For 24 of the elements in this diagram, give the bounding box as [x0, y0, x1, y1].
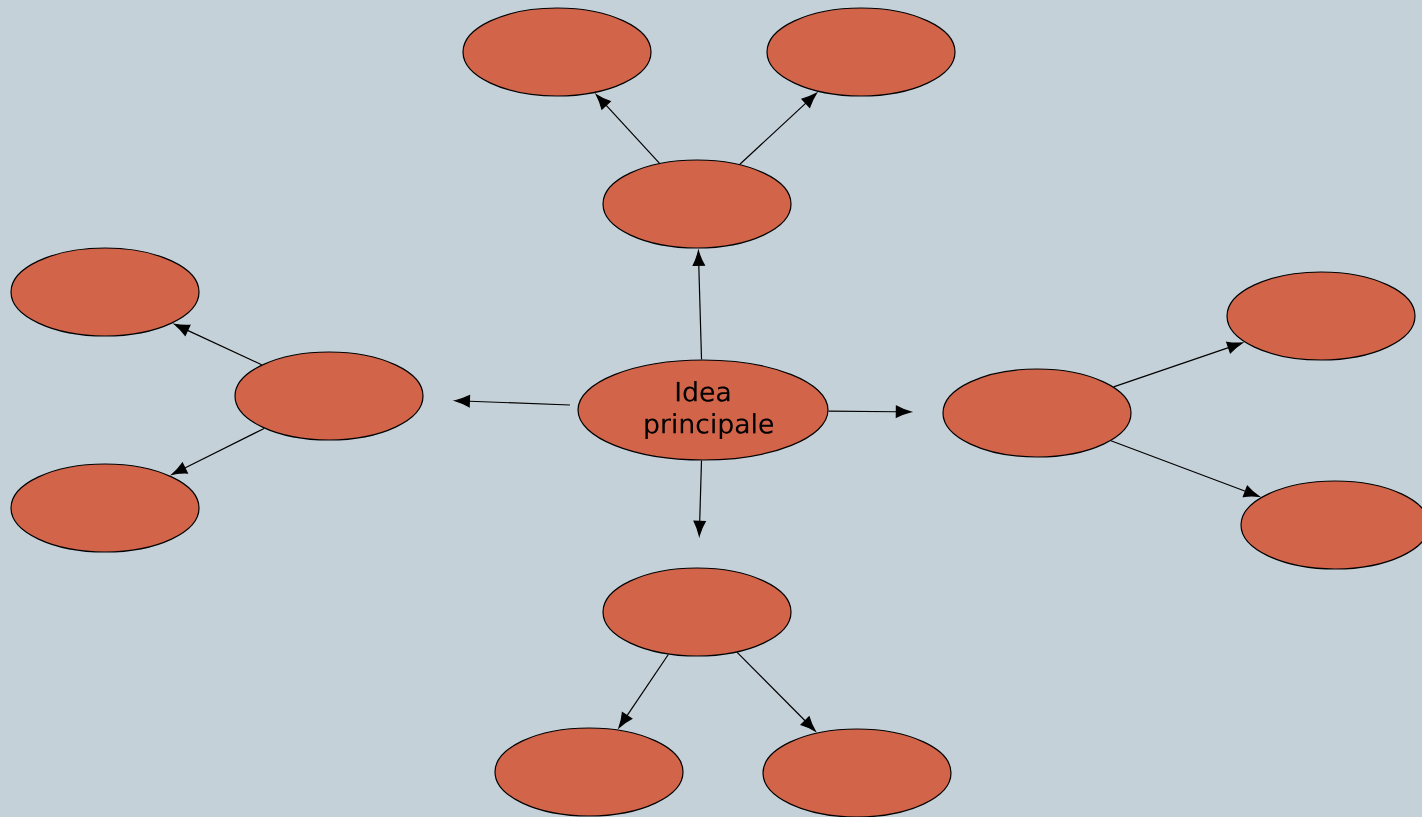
arrow: [618, 653, 669, 729]
empty-ellipse: [10, 247, 200, 337]
arrow: [692, 250, 705, 360]
arrow: [827, 405, 912, 418]
empty-ellipse: [10, 463, 200, 553]
empty-ellipse: [762, 728, 952, 817]
arrow: [1110, 440, 1260, 498]
arrow: [171, 427, 265, 476]
empty-ellipse: [462, 7, 652, 97]
arrow: [595, 94, 660, 164]
empty-ellipse: [602, 159, 792, 249]
arrow: [736, 651, 816, 732]
arrow: [174, 323, 263, 366]
arrow: [739, 92, 817, 165]
empty-ellipse: [494, 727, 684, 817]
arrow: [693, 460, 706, 537]
empty-ellipse: [234, 351, 424, 441]
empty-ellipse: [942, 368, 1132, 458]
empty-ellipse: [1240, 480, 1422, 570]
empty-ellipse: [1226, 271, 1416, 361]
arrow: [454, 395, 571, 408]
empty-ellipse: [766, 7, 956, 97]
empty-ellipse: [602, 567, 792, 657]
arrow: [1113, 341, 1243, 388]
